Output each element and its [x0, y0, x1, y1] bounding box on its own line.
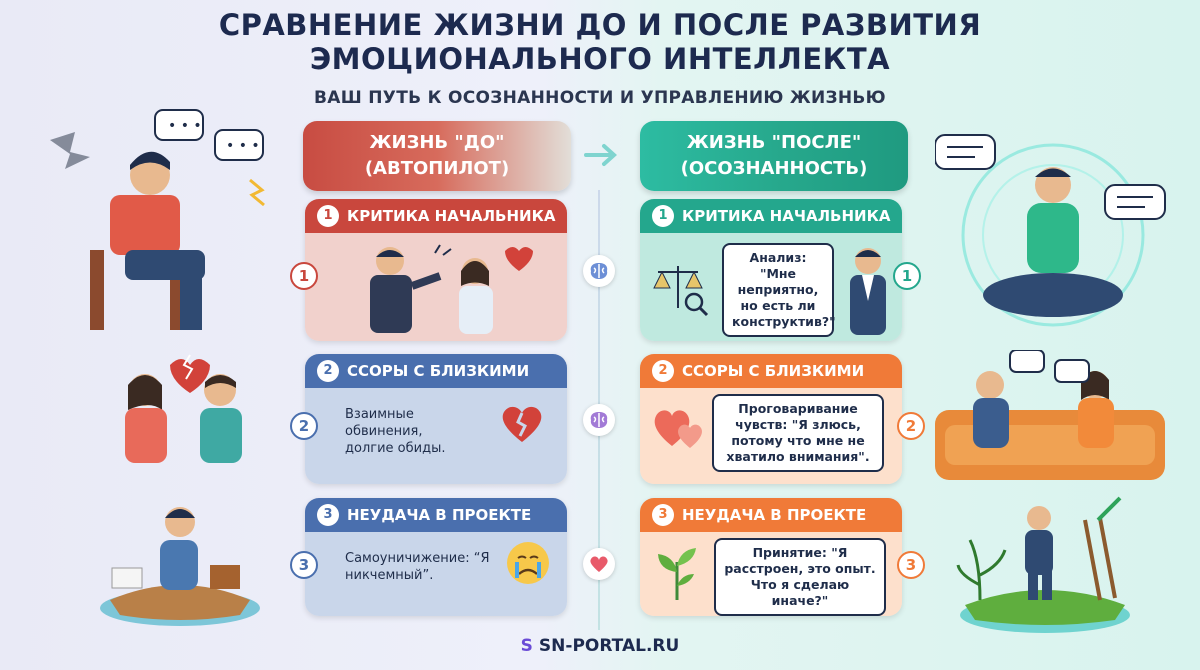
- meditating-man-illustration: [935, 134, 1166, 327]
- before-card-2: 2 ССОРЫ С БЛИЗКИМИ Взаимные обвинения, до…: [305, 354, 567, 484]
- card-title: КРИТИКА НАЧАЛЬНИКА: [682, 207, 891, 225]
- heart-icon: [654, 410, 702, 448]
- after-badge-1: 1: [893, 262, 921, 290]
- calm-man-illustration: [850, 248, 886, 335]
- couple-talking-illustration: [935, 350, 1165, 480]
- before-column-header: ЖИЗНЬ "ДО" (АВТОПИЛОТ): [303, 121, 571, 191]
- svg-text:• • •: • • •: [226, 138, 260, 154]
- before-badge-2: 2: [290, 412, 318, 440]
- title-line-2: ЭМОЦИОНАЛЬНОГО ИНТЕЛЛЕКТА: [309, 42, 891, 76]
- boss-scolding-illustration: [370, 244, 533, 334]
- svg-text:• • •: • • •: [168, 118, 202, 134]
- sad-man-island-illustration: [100, 507, 260, 626]
- arrow-right-icon: [584, 144, 617, 166]
- before-card-3: 3 НЕУДАЧА В ПРОЕКТЕ Самоуничижение: “Я ни…: [305, 498, 567, 616]
- card-text: Взаимные обвинения, долгие обиды.: [345, 407, 446, 456]
- before-badge-1: 1: [290, 262, 318, 290]
- couple-argument-illustration: [125, 354, 242, 463]
- card-title: ССОРЫ С БЛИЗКИМИ: [347, 362, 530, 380]
- card-title: НЕУДАЧА В ПРОЕКТЕ: [347, 506, 532, 524]
- before-header-line1: ЖИЗНЬ "ДО": [369, 132, 505, 153]
- before-card-1: 1 КРИТИКА НАЧАЛЬНИКА: [305, 199, 567, 341]
- after-badge-2: 2: [897, 412, 925, 440]
- brain-icon: [583, 404, 615, 436]
- after-card-2: 2 ССОРЫ С БЛИЗКИМИ Проговаривание чувств:…: [640, 354, 902, 484]
- speech-bubble: Принятие: "Я расстроен, это опыт. Что я …: [714, 538, 886, 616]
- page-subtitle: ВАШ ПУТЬ К ОСОЗНАННОСТИ И УПРАВЛЕНИЮ ЖИЗ…: [314, 88, 886, 108]
- card-number: 1: [652, 204, 674, 227]
- after-header-line2: (ОСОЗНАННОСТЬ): [680, 158, 868, 179]
- sad-face-icon: [507, 542, 549, 584]
- card-title: НЕУДАЧА В ПРОЕКТЕ: [682, 506, 867, 524]
- heart-icon: [583, 548, 615, 580]
- speech-bubble: Проговаривание чувств: "Я злюсь, потому …: [712, 394, 884, 472]
- stressed-man-illustration: • • • • • •: [50, 109, 265, 330]
- page-title: СРАВНЕНИЕ ЖИЗНИ ДО И ПОСЛЕ РАЗВИТИЯ ЭМОЦ…: [0, 8, 1200, 76]
- after-header-line1: ЖИЗНЬ "ПОСЛЕ": [686, 132, 862, 153]
- card-number: 3: [317, 503, 339, 526]
- card-text: Самоуничижение: “Я никчемный”.: [345, 551, 490, 583]
- card-number: 2: [652, 359, 674, 382]
- site-logo-icon: S: [520, 636, 533, 656]
- after-card-1: 1 КРИТИКА НАЧАЛЬНИКА Анализ: "Мне неприят…: [640, 199, 902, 341]
- card-number: 1: [317, 204, 339, 227]
- growth-island-illustration: [956, 496, 1130, 633]
- after-column-header: ЖИЗНЬ "ПОСЛЕ" (ОСОЗНАННОСТЬ): [640, 121, 908, 191]
- scales-icon: [653, 266, 709, 317]
- site-name: SN-PORTAL.RU: [538, 636, 680, 656]
- card-number: 3: [652, 503, 674, 526]
- brain-icon: [583, 255, 615, 287]
- title-line-1: СРАВНЕНИЕ ЖИЗНИ ДО И ПОСЛЕ РАЗВИТИЯ: [218, 8, 982, 42]
- after-badge-3: 3: [897, 551, 925, 579]
- card-title: КРИТИКА НАЧАЛЬНИКА: [347, 207, 556, 225]
- after-card-3: 3 НЕУДАЧА В ПРОЕКТЕ Принятие: "Я расстрое…: [640, 498, 902, 616]
- speech-bubble: Анализ: "Мне неприятно, но есть ли конст…: [722, 243, 836, 337]
- before-header-line2: (АВТОПИЛОТ): [364, 158, 510, 179]
- card-title: ССОРЫ С БЛИЗКИМИ: [682, 362, 865, 380]
- broken-heart-icon: [502, 406, 542, 442]
- before-badge-3: 3: [290, 551, 318, 579]
- card-number: 2: [317, 359, 339, 382]
- plant-icon: [658, 548, 696, 600]
